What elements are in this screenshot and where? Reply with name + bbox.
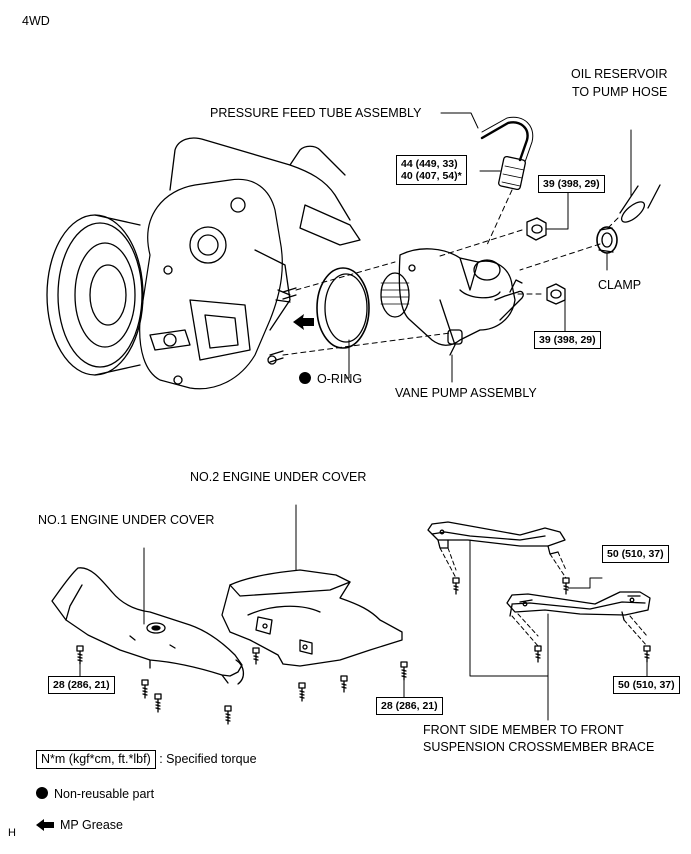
legend-grease-text: MP Grease (60, 818, 123, 832)
torque-box-cover-right: 28 (286, 21) (376, 697, 443, 715)
o-ring-drawing (316, 267, 370, 349)
legend-non-reusable-text: Non-reusable part (54, 787, 155, 801)
page-title: 4WD (22, 14, 50, 28)
legend-torque: N*m (kgf*cm, ft.*lbf) : Specified torque (36, 750, 257, 769)
torque-box-brace-upper: 50 (510, 37) (602, 545, 669, 563)
brace-dashed-lines (439, 547, 648, 647)
oil-reservoir-label-line1: OIL RESERVOIR (571, 67, 668, 81)
vane-pump-label: VANE PUMP ASSEMBLY (395, 386, 537, 400)
torque-box-lower-nut: 39 (398, 29) (534, 331, 601, 349)
engine-block-drawing (139, 137, 361, 390)
footer-code: H (8, 827, 16, 839)
filled-dot-icon (36, 787, 48, 799)
brace-label-line1: FRONT SIDE MEMBER TO FRONT (423, 723, 624, 737)
lower-nut-drawing (546, 283, 566, 305)
oil-reservoir-label-line2: TO PUMP HOSE (572, 85, 668, 99)
clamp-drawing (596, 226, 618, 254)
torque-box-upper-nut: 39 (398, 29) (538, 175, 605, 193)
torque-box-tube: 44 (449, 33) 40 (407, 54)* (396, 155, 467, 185)
brace-bolts-drawing (452, 577, 651, 663)
vane-pump-drawing (380, 248, 524, 356)
o-ring-text: O-RING (317, 372, 363, 386)
brace-drawing (427, 521, 651, 621)
oil-hose-drawing (619, 184, 661, 223)
stud-bolts-drawing (269, 287, 297, 363)
crankshaft-pulley-drawing (46, 214, 191, 376)
torque-box-cover-left: 28 (286, 21) (48, 676, 115, 694)
mp-grease-arrow (293, 314, 314, 330)
no2-cover-label: NO.2 ENGINE UNDER COVER (190, 470, 367, 484)
torque-box-brace-lower: 50 (510, 37) (613, 676, 680, 694)
upper-nut-drawing (526, 217, 547, 241)
brace-leader-lines (469, 539, 648, 721)
cover-bolts-drawing (76, 645, 408, 725)
torque-tube-line2: 40 (407, 54)* (401, 170, 462, 182)
pressure-feed-tube-label: PRESSURE FEED TUBE ASSEMBLY (210, 106, 422, 120)
legend-torque-desc: : Specified torque (159, 752, 257, 766)
no1-under-cover-drawing (51, 567, 245, 685)
legend-non-reusable: Non-reusable part (36, 787, 154, 802)
o-ring-label: O-RING (299, 372, 362, 387)
clamp-label: CLAMP (598, 278, 642, 292)
top-alignment-lines (282, 189, 619, 356)
torque-tube-line1: 44 (449, 33) (401, 158, 458, 170)
pressure-feed-tube-drawing (480, 116, 534, 191)
non-reusable-dot-icon (299, 372, 311, 384)
legend-grease: MP Grease (36, 818, 123, 833)
cover-leader-lines (79, 504, 405, 698)
no2-under-cover-drawing (221, 569, 403, 667)
no1-cover-label: NO.1 ENGINE UNDER COVER (38, 513, 215, 527)
left-arrow-icon (36, 819, 54, 831)
legend-torque-unit: N*m (kgf*cm, ft.*lbf) (36, 750, 156, 769)
brace-label-line2: SUSPENSION CROSSMEMBER BRACE (423, 740, 655, 754)
